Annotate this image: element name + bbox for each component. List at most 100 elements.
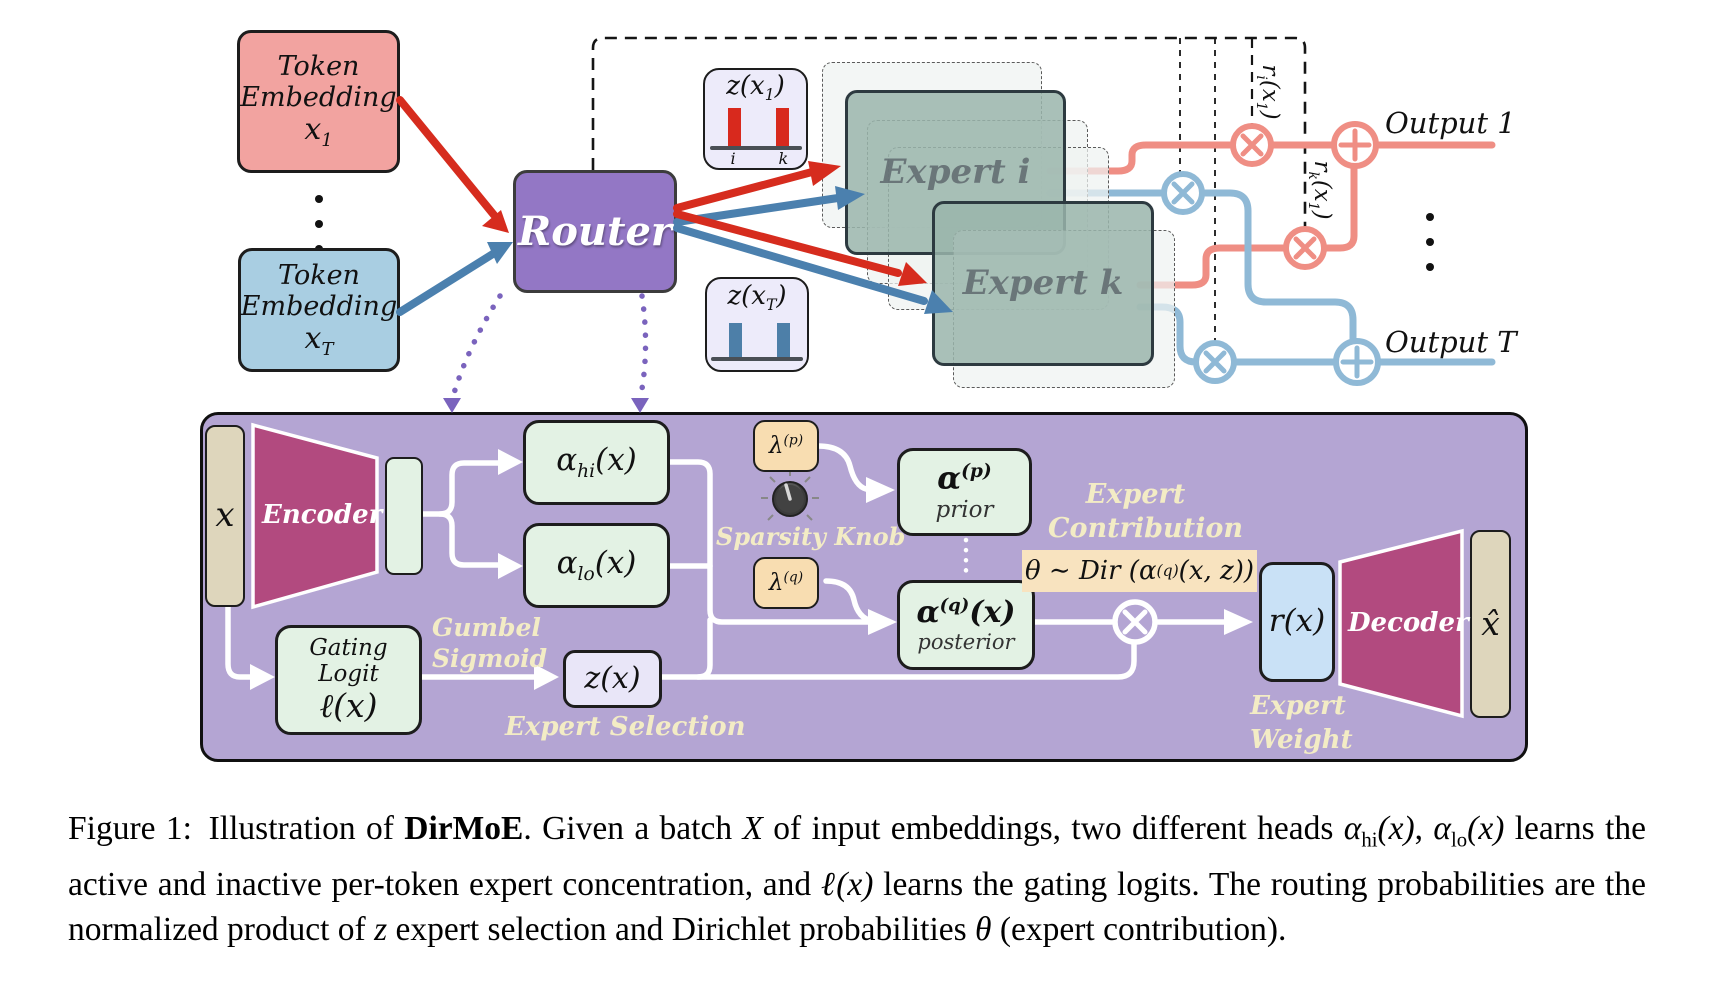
z-x-label: z(x) — [584, 660, 641, 696]
router-panel-dotted-left — [449, 293, 503, 403]
conn-lambdaq-scurve — [823, 578, 875, 624]
z-xT-bar-1 — [729, 323, 742, 358]
figure-caption: Figure 1: Illustration of DirMoE. Given … — [68, 809, 1646, 949]
gating-logit-label: Gating Logit — [309, 634, 388, 688]
wire-expert-k-red — [1136, 244, 1290, 289]
tokenT-var: xT — [304, 320, 334, 360]
z-xT-bars — [711, 315, 803, 363]
arrowhead-expert-k-red — [898, 262, 927, 286]
dotted-arrowhead-right — [631, 398, 649, 413]
expert-k-box: Expert k — [932, 201, 1154, 366]
sparsity-knob-icon[interactable] — [761, 470, 819, 521]
vertical-ellipsis-outputs — [1426, 196, 1434, 271]
wire-red-k-to-sum — [1320, 163, 1358, 252]
router-box: Router — [513, 170, 677, 293]
tokenT-line2: Embedding — [240, 290, 398, 322]
arrowhead-alphap — [866, 477, 895, 503]
token1-line1: Token — [277, 51, 360, 83]
alpha-prior-formula: α(p) — [937, 460, 992, 497]
alpha-hi-box: αhi(x) — [523, 420, 670, 505]
gating-logit-box: Gating Logit ℓ(x) — [275, 625, 422, 735]
alpha-posterior-formula: α(q)(x) — [916, 594, 1016, 630]
output-T-label: Output T — [1385, 325, 1517, 359]
expert-selection-label: Expert Selection — [505, 712, 746, 742]
conn-lambdap-scurve — [815, 443, 869, 492]
panel-x-label: x — [215, 495, 235, 536]
alpha-lo-label: αlo(x) — [556, 544, 637, 585]
decoder-label: Decoder — [1348, 608, 1469, 638]
router-label: Router — [517, 207, 672, 255]
panel-x-input-box: x — [205, 425, 245, 607]
panel-xhat-box: x̂ — [1470, 530, 1511, 718]
alpha-prior-box: α(p) prior — [897, 448, 1032, 536]
z-x1-bar-i — [727, 107, 741, 146]
expert-i-label: Expert i — [880, 151, 1031, 192]
token-embedding-T-box: Token Embedding xT — [238, 248, 400, 372]
multiply-node-red-i — [1230, 123, 1274, 167]
arrowhead-expert-i-blue — [835, 186, 865, 210]
z-xT-title: z(xT) — [727, 281, 787, 315]
sum-node-outputT — [1333, 338, 1381, 386]
lambda-q-box: λ(q) — [753, 557, 819, 609]
z-x1-title: z(x1) — [726, 71, 785, 105]
tokenT-line1: Token — [278, 259, 360, 291]
alpha-prior-caption: prior — [935, 496, 994, 523]
gating-logit-formula: ℓ(x) — [319, 686, 378, 726]
arrowhead-alphaq — [868, 609, 897, 635]
arrow-tokenT-router — [396, 248, 500, 316]
z-x1-bar-k — [775, 107, 789, 146]
output-1-label: Output 1 — [1385, 106, 1516, 140]
arrowhead-alphahi — [498, 449, 523, 475]
wire-expert-i-red — [1046, 141, 1237, 175]
z-xT-histogram-box: z(xT) — [705, 277, 809, 372]
arrow-token1-router — [396, 96, 498, 219]
token-embedding-1-box: Token Embedding x1 — [237, 30, 400, 173]
multiply-node-blue-k — [1193, 340, 1237, 384]
arrow-router-expert-k-blue — [673, 224, 928, 305]
router-panel-dotted-right — [637, 293, 649, 403]
panel-xhat-label: x̂ — [1481, 604, 1500, 644]
z-x-box: z(x) — [563, 650, 662, 708]
z-xT-baseline — [711, 357, 803, 362]
arrowhead-tokenT-router — [487, 242, 513, 264]
z-x1-bars — [709, 105, 802, 152]
sum-node-output1 — [1331, 121, 1379, 169]
conn-alphahi-trunk — [667, 459, 871, 625]
multiply-node-panel — [1112, 599, 1158, 645]
arrow-router-expert-k-red — [673, 210, 902, 277]
arrowhead-token1-router — [482, 210, 509, 233]
wire-blue-i-to-sum — [1198, 189, 1357, 345]
lambda-p-box: λ(p) — [753, 420, 819, 472]
r-x-box: r(x) — [1259, 562, 1335, 682]
multiply-node-red-k — [1283, 226, 1327, 270]
dotted-arrowhead-left — [443, 398, 461, 413]
encoder-trapezoid — [251, 422, 379, 610]
arrowhead-gating — [250, 664, 275, 690]
conn-latent-to-alphalo — [437, 511, 503, 568]
token1-line2: Embedding — [240, 82, 397, 114]
token1-var: x1 — [304, 112, 333, 152]
theta-dirichlet-formula: θ ∼ Dir (α(q)(x, z)) — [1022, 550, 1257, 592]
alpha-hi-label: αhi(x) — [556, 441, 637, 482]
multiply-node-blue-i — [1161, 171, 1205, 215]
conn-x-to-gating — [225, 604, 255, 680]
lambda-p-label: λ(p) — [768, 432, 804, 459]
sparsity-knob-label: Sparsity Knob — [716, 522, 906, 551]
arrowhead-z — [534, 664, 559, 690]
arrowhead-alphalo — [498, 553, 523, 579]
encoder-label: Encoder — [262, 500, 383, 530]
arrowhead-expert-i-red — [808, 161, 841, 186]
expert-k-label: Expert k — [962, 262, 1124, 303]
conn-z-to-multiply — [659, 641, 1137, 680]
z-xT-bar-2 — [777, 323, 790, 358]
alpha-lo-box: αlo(x) — [523, 523, 670, 608]
lambda-q-label: λ(q) — [768, 569, 804, 596]
